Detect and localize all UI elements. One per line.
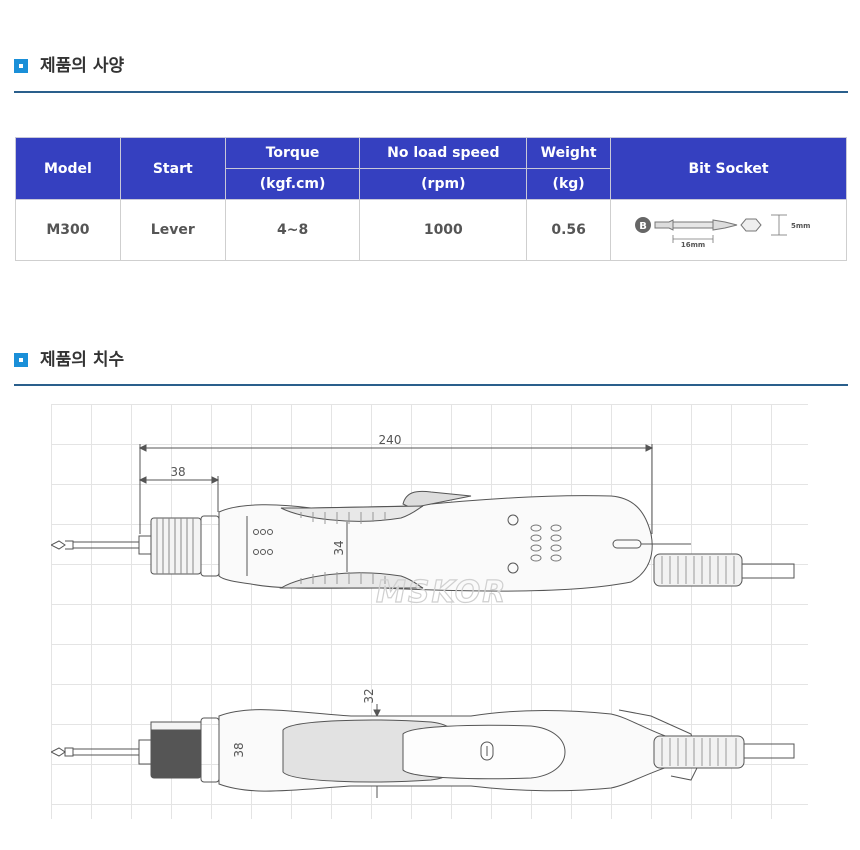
header-weight-unit: (kg) [526, 168, 612, 200]
header-torque-unit: (kgf.cm) [224, 168, 361, 200]
header-speed: No load speed [359, 137, 528, 169]
square-bullet-icon [14, 353, 28, 367]
dim-grip-height: 34 [332, 540, 346, 555]
hex-shank-icon [739, 218, 762, 232]
dim-top-width: 32 [362, 688, 376, 703]
section-divider [14, 384, 848, 386]
dimension-section-header: 제품의 치수 [14, 349, 848, 375]
spec-table: Model Start Torque No load speed Weight … [15, 137, 847, 261]
header-torque: Torque [224, 137, 361, 169]
cell-weight: 0.56 [526, 199, 612, 261]
header-start: Start [119, 137, 226, 200]
cell-bit-socket: B 16mm 5mm [610, 199, 847, 261]
bit-type-label: B [639, 221, 647, 232]
square-bullet-icon [14, 59, 28, 73]
bit-length-label: 16mm [680, 241, 704, 249]
dimension-section-title: 제품의 치수 [40, 350, 125, 370]
bit-socket-diagram: B 16mm 5mm [634, 214, 810, 249]
header-speed-unit: (rpm) [359, 168, 528, 200]
dimension-drawing: 240 38 34 38 32 MSKOR [51, 404, 808, 819]
section-divider [14, 91, 848, 93]
cell-torque: 4~8 [224, 199, 361, 261]
bit-type-badge [634, 217, 651, 233]
cell-start: Lever [119, 199, 226, 261]
dim-top-height: 38 [232, 742, 246, 757]
watermark: MSKOR [376, 575, 507, 610]
cell-model: M300 [15, 199, 121, 261]
hex-size-label: 5mm [791, 222, 810, 230]
dim-overall-length: 240 [379, 433, 402, 447]
header-model: Model [15, 137, 121, 200]
spec-section-title: 제품의 사양 [40, 56, 125, 76]
dim-front-length: 38 [170, 465, 185, 479]
table-row: M300 Lever 4~8 1000 0.56 B 16mm 5mm [15, 199, 847, 261]
header-weight: Weight [526, 137, 612, 169]
cell-speed: 1000 [359, 199, 528, 261]
header-bit-socket: Bit Socket [610, 137, 847, 200]
spec-section-header: 제품의 사양 [14, 55, 848, 81]
